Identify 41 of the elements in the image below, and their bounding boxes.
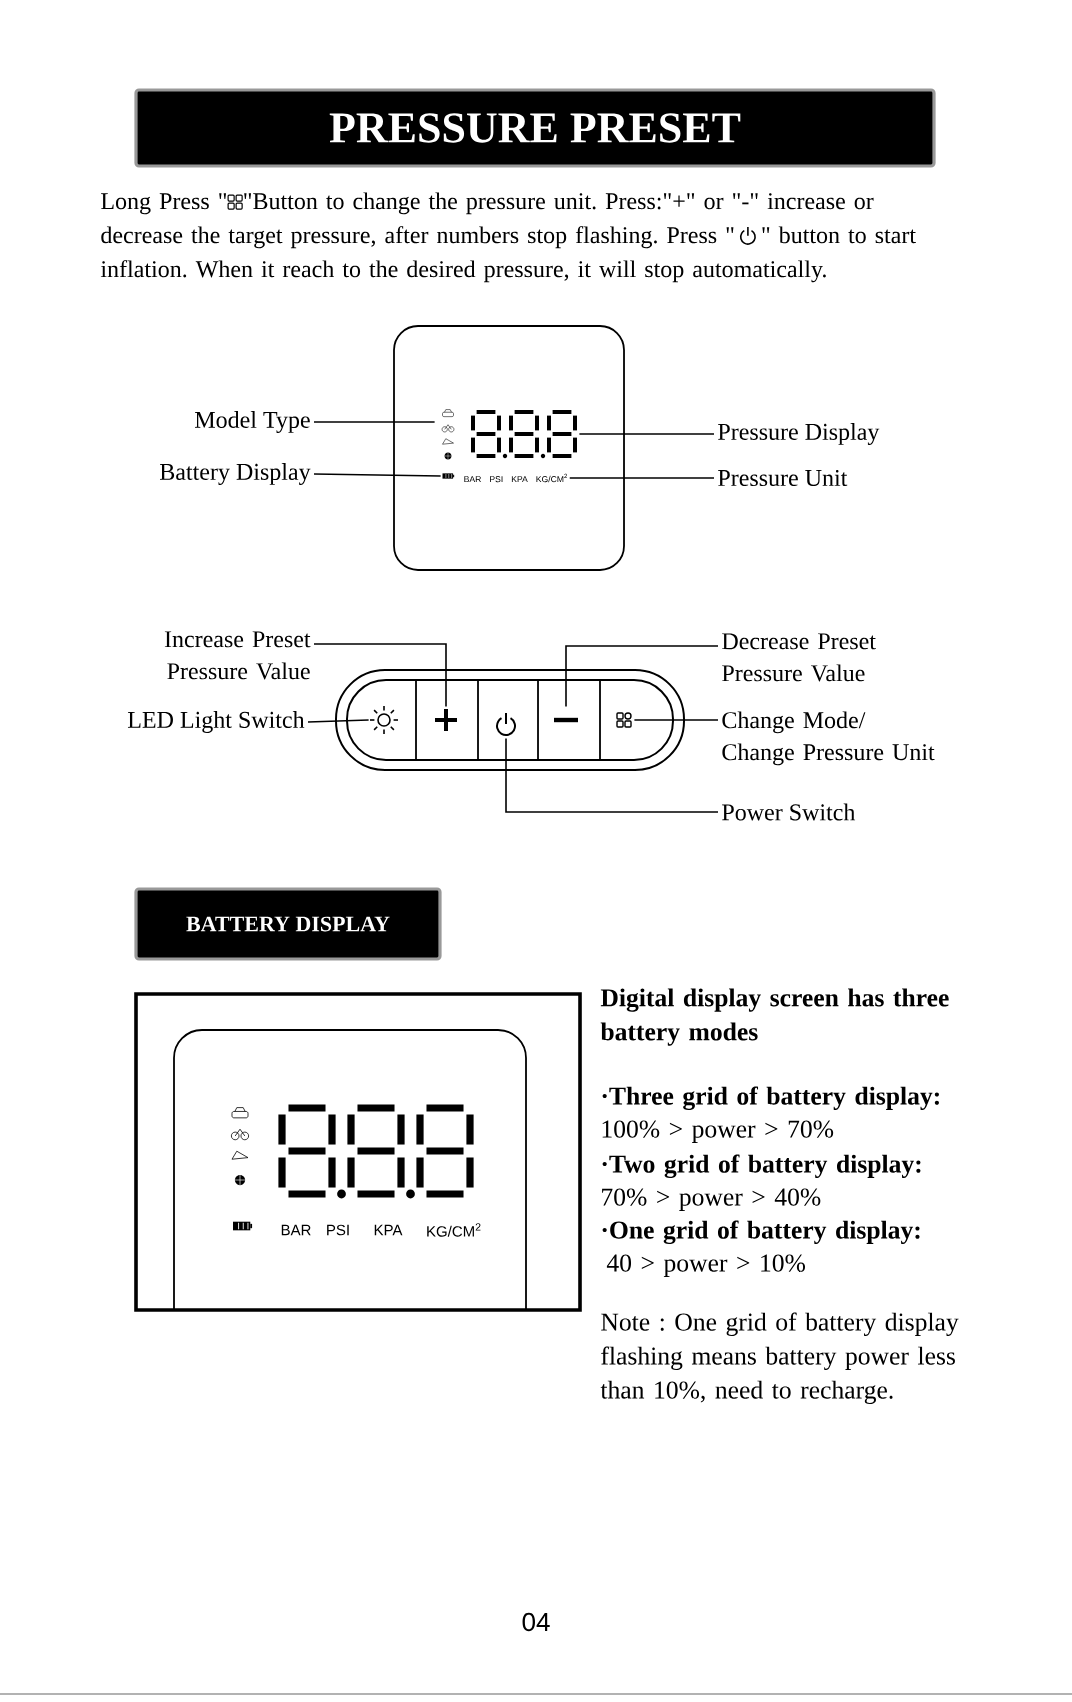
- leader-line: [568, 477, 715, 479]
- note-text: Note : One grid of battery display flashing means battery power less than 10%, need to recharge.: [600, 1312, 959, 1404]
- display-screen: [393, 325, 625, 571]
- leader-line: [565, 645, 719, 708]
- callout-label: Battery Display: [160, 463, 311, 485]
- leader-line: [633, 719, 719, 721]
- leader-line: [313, 421, 436, 423]
- range-text: 40 > power > 10%: [606, 1254, 806, 1277]
- section-banner: BATTERY DISPLAY: [134, 887, 442, 961]
- heading-text: Digital display screen has three battery modes: [600, 988, 949, 1046]
- grid-icon: [616, 712, 632, 728]
- mode-icons-drawing: [441, 409, 455, 460]
- page-number: 04: [522, 1612, 550, 1632]
- callout-label: LED Light Switch: [128, 711, 305, 733]
- plus-icon: [435, 709, 457, 731]
- mode-heading: ·One grid of battery display:: [602, 1220, 920, 1245]
- minus-icon: [554, 717, 578, 723]
- leader-line: [505, 737, 719, 813]
- mode-heading: ·Three grid of battery display:: [602, 1086, 939, 1111]
- title-banner: PRESSURE PRESET: [134, 88, 936, 168]
- display-screen: [173, 1029, 527, 1311]
- button-panel: [335, 669, 685, 771]
- range-text: 100% > power > 70%: [602, 1120, 834, 1143]
- seven-segment-digits: [471, 410, 577, 459]
- leader-line: [313, 473, 442, 477]
- intro-paragraph: Long Press " "Button to change the pressure unit. Press:"+" or "-" increase or decrease the target pressure, after numbers stop flashing. Press " " button to start inflation. When it reach to the desired pressure, it will stop automatically.: [100, 192, 916, 283]
- callout-label: Pressure Unit: [718, 469, 848, 487]
- mode-heading: ·Two grid of battery display:: [602, 1154, 921, 1179]
- leader-line: [313, 643, 447, 708]
- callout-label: Model Type: [195, 411, 310, 433]
- range-text: 70% > power > 40%: [602, 1188, 821, 1211]
- callout-label: Power Switch: [722, 803, 856, 821]
- display-frame: [134, 992, 582, 1312]
- sun-icon: [369, 705, 399, 735]
- callout-label: Decrease Preset Pressure Value: [722, 633, 876, 682]
- leader-line: [578, 433, 715, 435]
- callout-label: Pressure Display: [718, 423, 880, 445]
- callout-label: Increase Preset Pressure Value: [164, 631, 311, 680]
- battery-icon: [442, 473, 455, 479]
- power-icon: [496, 712, 516, 736]
- callout-label: Change Mode/ Change Pressure Unit: [722, 711, 935, 766]
